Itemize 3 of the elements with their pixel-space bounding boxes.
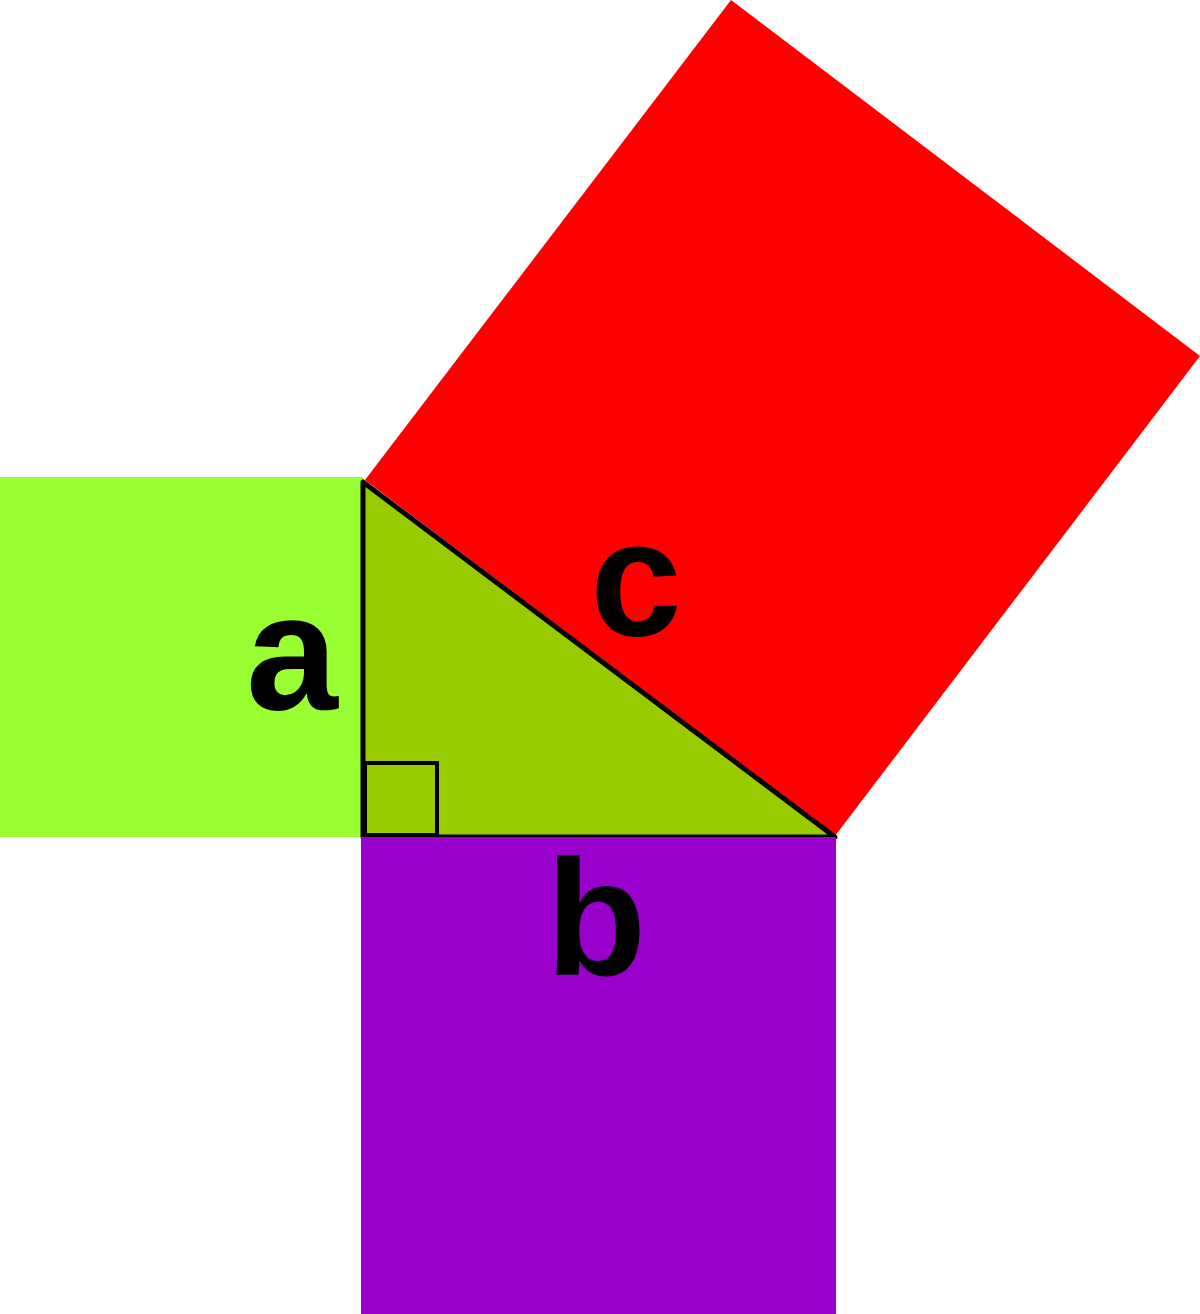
side-label: c — [590, 495, 682, 661]
side-label: b — [545, 835, 647, 1001]
side-label: a — [246, 569, 338, 735]
